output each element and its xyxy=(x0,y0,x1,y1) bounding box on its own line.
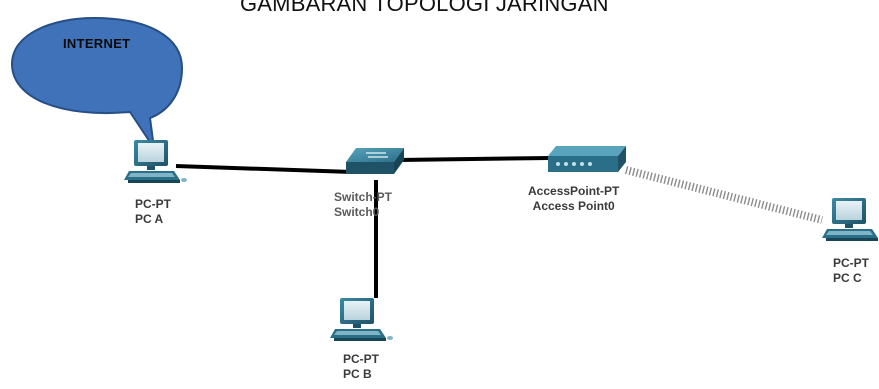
access-point-name: Access Point0 xyxy=(532,199,615,213)
pc-c-type: PC-PT xyxy=(833,256,869,270)
link-ap-pcc-wireless xyxy=(625,166,823,224)
pc-a-label: PC-PT PC A xyxy=(135,197,171,227)
pc-a-type: PC-PT xyxy=(135,197,171,211)
pc-c-icon[interactable] xyxy=(822,198,879,241)
page-title: GAMBARAN TOPOLOGI JARINGAN xyxy=(240,0,609,16)
pc-b-name: PC B xyxy=(343,367,372,381)
pc-c-label: PC-PT PC C xyxy=(833,256,869,286)
pc-b-label: PC-PT PC B xyxy=(343,352,379,382)
switch-name: Switch0 xyxy=(334,205,380,219)
pc-b-icon[interactable] xyxy=(330,298,393,341)
pc-b-type: PC-PT xyxy=(343,352,379,366)
internet-label: INTERNET xyxy=(63,36,131,51)
internet-bubble xyxy=(10,16,184,149)
pc-c-name: PC C xyxy=(833,271,862,285)
pc-a-name: PC A xyxy=(135,212,164,226)
switch-type: Switch-PT xyxy=(334,190,393,204)
switch-label: Switch-PT Switch0 xyxy=(334,190,392,220)
link-pca-switch xyxy=(175,164,353,174)
pc-a-icon[interactable] xyxy=(124,140,187,183)
access-point-type: AccessPoint-PT xyxy=(528,184,620,198)
access-point-label: AccessPoint-PT Access Point0 xyxy=(528,184,619,214)
link-switch-ap xyxy=(397,156,551,162)
access-point-icon[interactable] xyxy=(548,146,626,172)
switch-icon[interactable] xyxy=(346,148,404,174)
